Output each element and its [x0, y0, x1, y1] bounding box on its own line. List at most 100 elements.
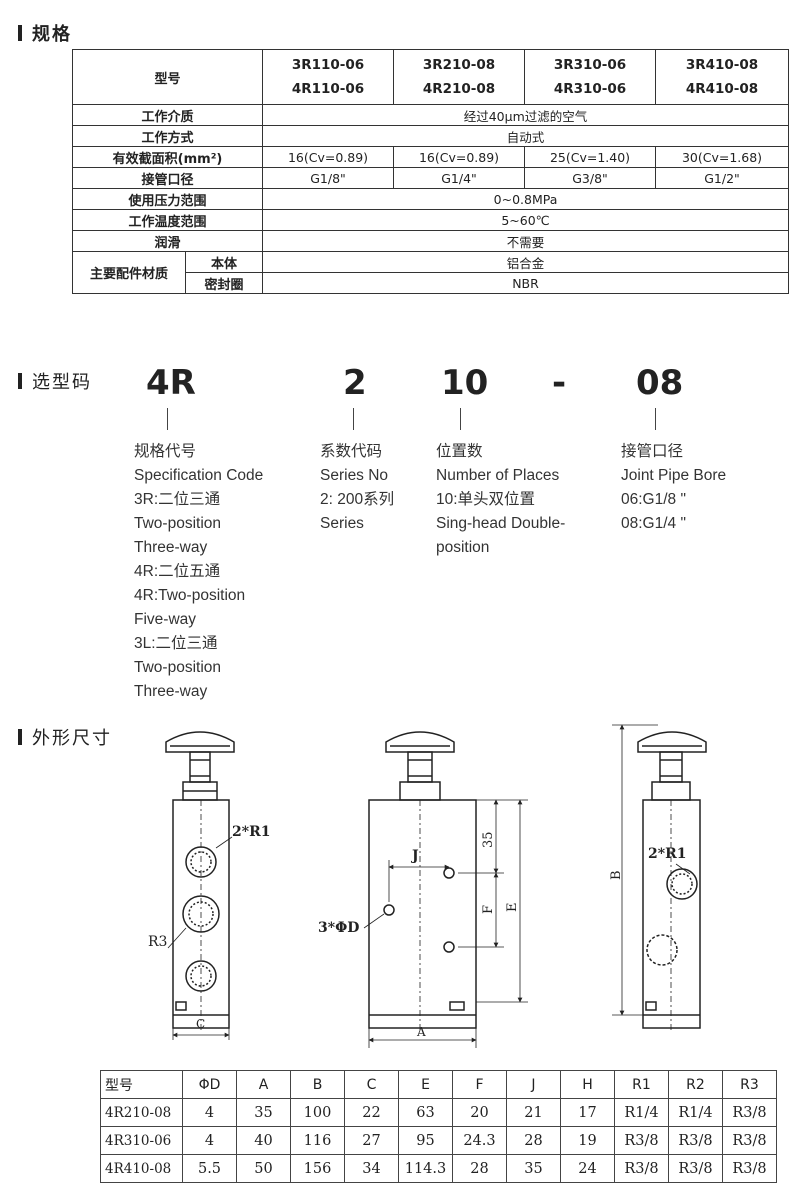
- section-title-text: 外形尺寸: [32, 728, 112, 749]
- dims-cell: 95: [398, 1126, 453, 1155]
- dims-cell: 50: [236, 1154, 291, 1183]
- desc-line: Joint Pipe Bore: [621, 467, 727, 484]
- dims-cell: 4R310-06: [100, 1126, 183, 1155]
- dims-cell: 22: [344, 1098, 399, 1127]
- label-35: 35: [481, 831, 496, 848]
- table-row: 4R210-08 4 35 100 22 63 20 21 17 R1/4 R1…: [100, 1098, 777, 1127]
- dims-cell: 4R210-08: [100, 1098, 183, 1127]
- model-header: 型号: [71, 49, 264, 105]
- desc-line: Three-way: [134, 539, 208, 556]
- dims-header: R3: [722, 1070, 777, 1099]
- desc-line: Five-way: [134, 611, 197, 628]
- side-view-left: [165, 731, 235, 1040]
- section-bar: [18, 729, 22, 745]
- desc-line: Two-position: [134, 515, 222, 532]
- dims-cell: 114.3: [398, 1154, 453, 1183]
- dims-cell: R3/8: [668, 1126, 723, 1155]
- desc-line: 规格代号: [134, 443, 197, 460]
- dims-header: F: [452, 1070, 507, 1099]
- dims-cell: 35: [236, 1098, 291, 1127]
- row-label: 润滑: [71, 230, 264, 252]
- button-stem: [659, 751, 683, 783]
- row-value: 5~60℃: [262, 209, 790, 231]
- code-desc-spec: 规格代号 Specification Code 3R:二位三通 Two-posi…: [134, 440, 263, 704]
- front-view-center: [363, 731, 528, 1048]
- row-value: 经过40μm过滤的空气: [262, 104, 790, 126]
- label-b: B: [609, 870, 624, 880]
- dims-cell: 28: [452, 1154, 507, 1183]
- row-value: 25(Cv=1.40): [524, 146, 657, 168]
- port-lower: [646, 934, 678, 966]
- port-center: [182, 895, 220, 933]
- dims-cell: 100: [290, 1098, 345, 1127]
- row-label: 使用压力范围: [71, 188, 264, 210]
- desc-line: Series No: [320, 467, 389, 484]
- dims-header: B: [290, 1070, 345, 1099]
- dims-header: ΦD: [182, 1070, 237, 1099]
- dims-cell: 24: [560, 1154, 615, 1183]
- desc-line: 06:G1/8 ": [621, 491, 686, 508]
- dims-cell: 20: [452, 1098, 507, 1127]
- row-value: G1/2": [655, 167, 790, 189]
- dims-cell: 63: [398, 1098, 453, 1127]
- dims-cell: 156: [290, 1154, 345, 1183]
- hex-nut: [651, 781, 691, 801]
- desc-line: Number of Places: [436, 467, 560, 484]
- dims-cell: 19: [560, 1126, 615, 1155]
- dims-header: R2: [668, 1070, 723, 1099]
- code-part-series: 2: [343, 363, 367, 403]
- push-button-cap: [637, 731, 707, 753]
- mount-hole: [443, 941, 455, 953]
- spec-row-port: 接管口径 G1/8" G1/4" G3/8" G1/2": [71, 167, 790, 189]
- dims-cell: R3/8: [614, 1126, 669, 1155]
- code-tick: [460, 408, 461, 430]
- button-stem: [189, 751, 211, 783]
- desc-line: 3R:二位三通: [134, 491, 221, 508]
- row-label: 主要配件材质: [72, 251, 186, 294]
- spec-row-material-seal: 密封圈 NBR: [73, 272, 790, 294]
- section-title-spec: 规格: [18, 20, 72, 46]
- section-bar: [18, 373, 22, 389]
- row-label: 有效截面积(mm²): [71, 146, 264, 168]
- push-button-cap: [165, 731, 235, 753]
- dims-header: E: [398, 1070, 453, 1099]
- dims-header: 型号: [100, 1070, 183, 1099]
- row-value: G3/8": [524, 167, 657, 189]
- code-desc-places: 位置数 Number of Places 10:单头双位置 Sing-head …: [436, 440, 565, 560]
- spec-row-material-body: 主要配件材质 本体 铝合金: [72, 251, 790, 294]
- section-title-selection: 选型码: [18, 368, 92, 394]
- valve-body: [642, 799, 701, 1029]
- dims-cell: R3/8: [614, 1154, 669, 1183]
- dims-header: C: [344, 1070, 399, 1099]
- spec-row-lubrication: 润滑 不需要: [71, 230, 790, 252]
- label-j: J: [410, 848, 419, 864]
- section-title-text: 规格: [32, 24, 72, 45]
- desc-line: 接管口径: [621, 443, 684, 460]
- desc-line: Specification Code: [134, 467, 264, 484]
- code-part-type: 4R: [146, 363, 196, 403]
- desc-line: Three-way: [134, 683, 208, 700]
- dims-cell: R1/4: [668, 1098, 723, 1127]
- hex-nut: [399, 781, 441, 801]
- dims-cell: R3/8: [722, 1154, 777, 1183]
- desc-line: Two-position: [134, 659, 222, 676]
- dims-header: J: [506, 1070, 561, 1099]
- row-value: 自动式: [262, 125, 790, 147]
- dims-header-row: 型号 ΦD A B C E F J H R1 R2 R3: [100, 1070, 777, 1099]
- desc-line: 08:G1/4 ": [621, 515, 686, 532]
- desc-line: 3L:二位三通: [134, 635, 218, 652]
- row-label: 工作方式: [71, 125, 264, 147]
- desc-line: 系数代码: [320, 443, 383, 460]
- dims-header: A: [236, 1070, 291, 1099]
- row-value: 不需要: [262, 230, 790, 252]
- dims-cell: R3/8: [722, 1126, 777, 1155]
- dims-cell: 4: [182, 1126, 237, 1155]
- row-label: 工作介质: [71, 104, 264, 126]
- spec-row-medium: 工作介质 经过40μm过滤的空气: [71, 104, 790, 126]
- section-bar: [18, 25, 22, 41]
- section-title-dimensions: 外形尺寸: [18, 724, 112, 750]
